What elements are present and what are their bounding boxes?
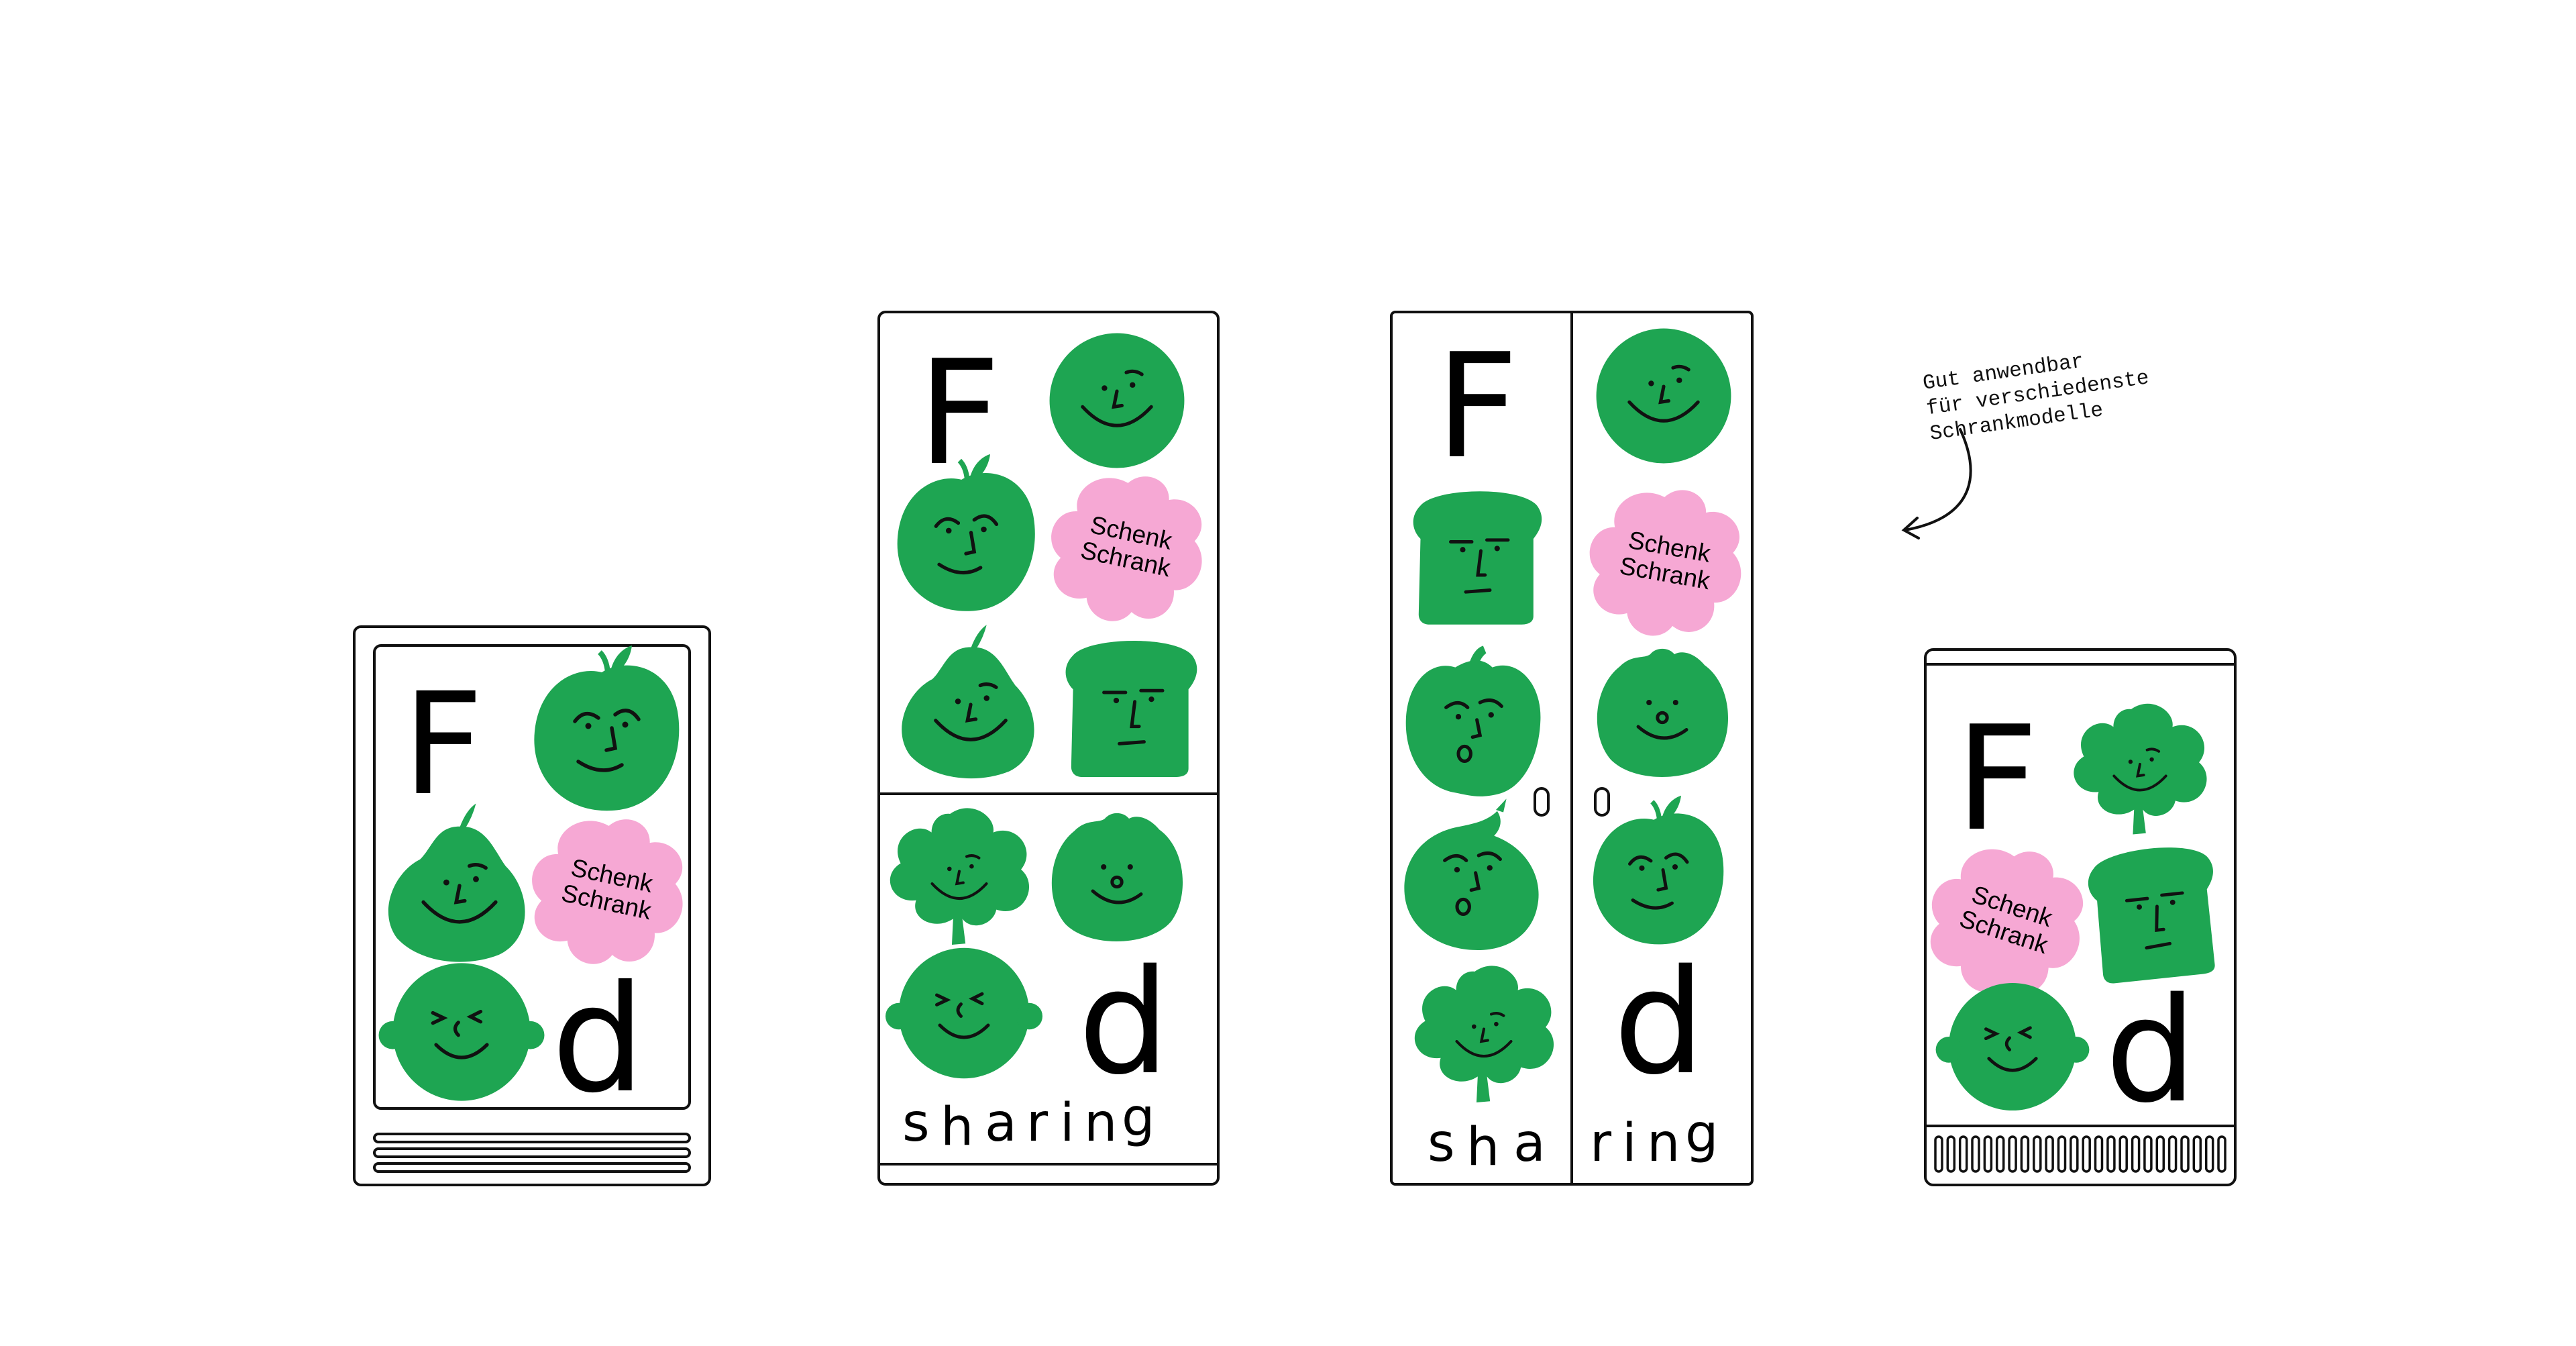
- sharing-wordmark: s h a r i n g: [902, 1088, 1155, 1157]
- svg-text:n: n: [1647, 1113, 1680, 1174]
- cabinet-double-door: F Schenk Schrank d s h a r i n g: [1390, 311, 1754, 1186]
- vent-slot: [2057, 1135, 2067, 1173]
- schenk-schrank-sticker: Schenk Schrank: [1036, 460, 1218, 637]
- svg-text:g: g: [1685, 1104, 1719, 1164]
- vent-slot: [2094, 1135, 2104, 1173]
- svg-text:s: s: [1428, 1113, 1455, 1174]
- vent-lines: [373, 1133, 691, 1173]
- cabinet-two-compartment: F Schenk Schrank d s h a r i n g: [877, 311, 1220, 1186]
- cabinet-small-fridge-slots: F Schenk Schrank d: [1910, 648, 2237, 1186]
- vent-slot: [2192, 1135, 2202, 1173]
- bread-face-sticker: [1066, 641, 1197, 777]
- vent-slot: [2045, 1135, 2054, 1173]
- logo-letter-f: F: [1436, 322, 1519, 490]
- logo-letter-f: F: [402, 662, 484, 827]
- cabinet-small-fridge-vent: F Schenk Schrank d: [353, 625, 711, 1186]
- vent-slot: [2143, 1135, 2153, 1173]
- vent-slot: [2020, 1135, 2030, 1173]
- vent-slot: [1958, 1135, 1968, 1173]
- vent-slot: [2106, 1135, 2116, 1173]
- sharing-wordmark: s h a r i n g: [1428, 1104, 1719, 1178]
- schenk-schrank-sticker: Schenk Schrank: [517, 803, 698, 980]
- annotation-arrow-icon: [1901, 428, 1972, 539]
- svg-text:r: r: [1026, 1093, 1049, 1153]
- svg-text:n: n: [1084, 1093, 1117, 1153]
- vent-slot: [1995, 1135, 2005, 1173]
- round-face-sticker: [1050, 333, 1185, 468]
- vent-slot: [2131, 1135, 2141, 1173]
- svg-text:h: h: [941, 1097, 973, 1157]
- vent-slot: [2180, 1135, 2190, 1173]
- logo-letter-f: F: [1955, 694, 2039, 863]
- vent-slot: [1934, 1135, 1943, 1173]
- logo-letter-d: d: [551, 953, 645, 1125]
- vent-slot: [2155, 1135, 2165, 1173]
- bread-face-sticker: [2085, 842, 2224, 985]
- vent-slot: [2008, 1135, 2017, 1173]
- logo-letter-d: d: [1078, 938, 1169, 1106]
- logo-letter-d: d: [2105, 966, 2196, 1135]
- logo-letter-d: d: [1613, 938, 1705, 1106]
- svg-text:a: a: [985, 1093, 1017, 1153]
- door-handle-right[interactable]: [1594, 787, 1610, 817]
- vent-slot: [2217, 1135, 2226, 1173]
- svg-text:g: g: [1122, 1088, 1155, 1148]
- vent-slot: [1971, 1135, 1980, 1173]
- logo-letter-f: F: [918, 329, 1001, 497]
- schenk-schrank-sticker: Schenk Schrank: [1910, 827, 2102, 1016]
- svg-text:i: i: [1060, 1093, 1075, 1153]
- vent-slot: [1983, 1135, 1993, 1173]
- bread-face-sticker: [1413, 491, 1542, 625]
- svg-text:r: r: [1590, 1113, 1612, 1174]
- vent-slot: [2070, 1135, 2079, 1173]
- door-handle-left[interactable]: [1534, 787, 1550, 817]
- svg-text:s: s: [902, 1093, 930, 1153]
- vent-slot: [2167, 1135, 2178, 1173]
- vent-slot: [2033, 1135, 2042, 1173]
- vent-slot: [2204, 1135, 2214, 1173]
- annotation-note: Gut anwendbar für verschiedenste Schrank…: [1921, 350, 2151, 446]
- round-face-sticker: [1597, 329, 1731, 464]
- vent-slot: [1946, 1135, 1956, 1173]
- svg-text:i: i: [1622, 1113, 1637, 1174]
- vent-slot: [2082, 1135, 2091, 1173]
- vent-slot: [2118, 1135, 2128, 1173]
- svg-text:h: h: [1466, 1117, 1499, 1178]
- schenk-schrank-sticker: Schenk Schrank: [1577, 476, 1754, 650]
- svg-text:a: a: [1513, 1113, 1546, 1174]
- vent-slots: [1934, 1135, 2226, 1173]
